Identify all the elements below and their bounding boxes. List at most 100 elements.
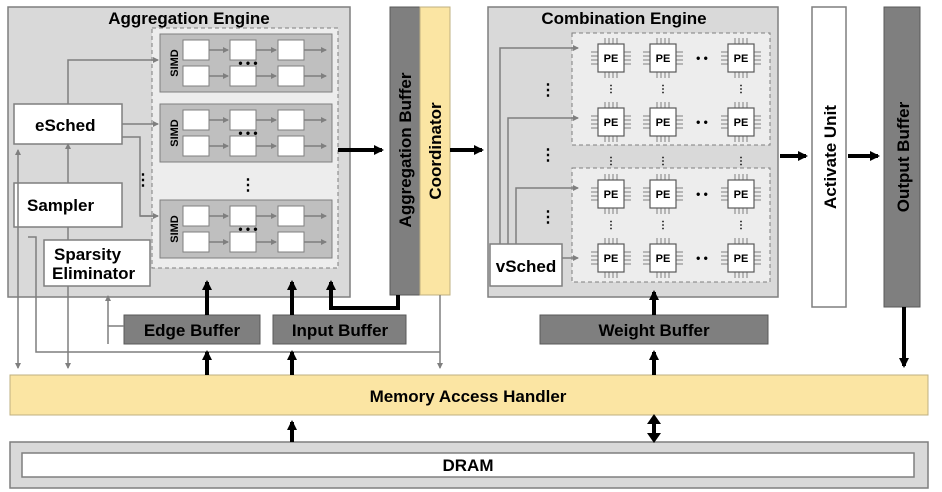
pe-grid: PE PE PE • • PE PE PE • • PE PE PE • • PE PE PE • • ⋮ ⋮ ⋮ ⋮… [591, 38, 761, 278]
simd-group: SIMD • • • [159, 199, 333, 259]
pe-label: PE [734, 53, 749, 65]
pe-cell: PE [591, 38, 631, 78]
horizontal-dots: • • [696, 115, 708, 129]
vsched-block: vSched [489, 243, 563, 287]
vertical-dots: ⋮ [606, 220, 616, 231]
sparsity-eliminator-block: Sparsity Eliminator [43, 239, 151, 287]
dram-bidirectional-arrow [647, 414, 661, 443]
input-buffer: Input Buffer [272, 314, 407, 345]
vertical-dots: ⋮ [540, 147, 556, 164]
horizontal-dots: • • [696, 251, 708, 265]
pe-label: PE [604, 53, 619, 65]
horizontal-dots: • • • [238, 222, 257, 236]
simd-lane [182, 65, 210, 87]
vertical-dots: ⋮ [606, 84, 616, 95]
sampler-label: Sampler [27, 196, 94, 215]
pe-label: PE [656, 117, 671, 129]
pe-label: PE [656, 53, 671, 65]
memory-access-handler: Memory Access Handler [9, 374, 929, 416]
horizontal-dots: • • • [238, 56, 257, 70]
horizontal-dots: • • [696, 187, 708, 201]
simd-lane [182, 205, 210, 227]
pe-label: PE [604, 189, 619, 201]
pe-cell: PE [643, 38, 683, 78]
simd-lane [277, 39, 305, 61]
simd-label: SIMD [169, 119, 181, 147]
simd-label: SIMD [169, 49, 181, 77]
vertical-dots: ⋮ [540, 209, 556, 226]
simd-lane [182, 109, 210, 131]
simd-label: SIMD [169, 215, 181, 243]
simd-lane [277, 231, 305, 253]
pe-cell: PE [643, 238, 683, 278]
simd-lane [277, 65, 305, 87]
pe-cell: PE [721, 38, 761, 78]
esched-label: eSched [35, 116, 95, 135]
vertical-dots: ⋮ [736, 156, 746, 167]
simd-lane [182, 39, 210, 61]
sparsity-label-2: Eliminator [52, 264, 136, 283]
pe-cell: PE [721, 174, 761, 214]
simd-groups: SIMD • • • SIMD • • • SIMD • • • [159, 33, 333, 259]
horizontal-dots: • • [696, 51, 708, 65]
activate-unit: Activate Unit [811, 6, 847, 308]
vertical-dots: ⋮ [736, 84, 746, 95]
simd-lane [182, 135, 210, 157]
vertical-dots: ⋮ [240, 177, 256, 194]
pe-label: PE [734, 189, 749, 201]
weight-buffer: Weight Buffer [539, 314, 769, 345]
pe-cell: PE [591, 238, 631, 278]
simd-lane [277, 205, 305, 227]
vsched-label: vSched [496, 257, 556, 276]
input-buffer-label: Input Buffer [292, 321, 389, 340]
memory-access-handler-label: Memory Access Handler [370, 387, 567, 406]
pe-label: PE [656, 253, 671, 265]
memory-control-lines [15, 227, 443, 369]
pe-cell: PE [591, 102, 631, 142]
pe-label: PE [604, 117, 619, 129]
dram-block: DRAM [9, 441, 929, 489]
esched-connectors [15, 57, 159, 227]
pe-label: PE [604, 253, 619, 265]
simd-lane [277, 135, 305, 157]
horizontal-dots: • • • [238, 126, 257, 140]
vertical-dots: ⋮ [736, 220, 746, 231]
aggregation-engine-title: Aggregation Engine [108, 9, 270, 28]
vertical-dots: ⋮ [658, 156, 668, 167]
pe-label: PE [656, 189, 671, 201]
simd-group: SIMD • • • [159, 103, 333, 163]
simd-group: SIMD • • • [159, 33, 333, 93]
edge-buffer-label: Edge Buffer [144, 321, 241, 340]
coordinator: Coordinator [419, 6, 451, 296]
pe-label: PE [734, 253, 749, 265]
activate-unit-label: Activate Unit [821, 105, 840, 209]
pe-cell: PE [721, 102, 761, 142]
pe-cell: PE [643, 174, 683, 214]
vertical-dots: ⋮ [540, 82, 556, 99]
combination-engine-title: Combination Engine [541, 9, 706, 28]
vertical-dots: ⋮ [658, 84, 668, 95]
output-buffer: Output Buffer [883, 6, 921, 308]
sampler-block: Sampler [13, 182, 123, 228]
aggregation-buffer-label: Aggregation Buffer [396, 72, 415, 227]
edge-buffer: Edge Buffer [123, 314, 261, 345]
pe-label: PE [734, 117, 749, 129]
data-flow-arrows [202, 145, 909, 442]
vsched-connectors [499, 45, 579, 261]
simd-lane [182, 231, 210, 253]
sparsity-label-1: Sparsity [54, 245, 122, 264]
vertical-dots: ⋮ [658, 220, 668, 231]
pe-cell: PE [591, 174, 631, 214]
pe-cell: PE [643, 102, 683, 142]
esched-block: eSched [13, 103, 123, 145]
aggregation-buffer: Aggregation Buffer [389, 6, 421, 296]
weight-buffer-label: Weight Buffer [598, 321, 710, 340]
simd-lane [277, 109, 305, 131]
output-buffer-label: Output Buffer [894, 101, 913, 212]
dram-label: DRAM [443, 456, 494, 475]
pe-cell: PE [721, 238, 761, 278]
vertical-dots: ⋮ [606, 156, 616, 167]
coordinator-label: Coordinator [426, 102, 445, 200]
vertical-dots: ⋮ [135, 172, 151, 189]
